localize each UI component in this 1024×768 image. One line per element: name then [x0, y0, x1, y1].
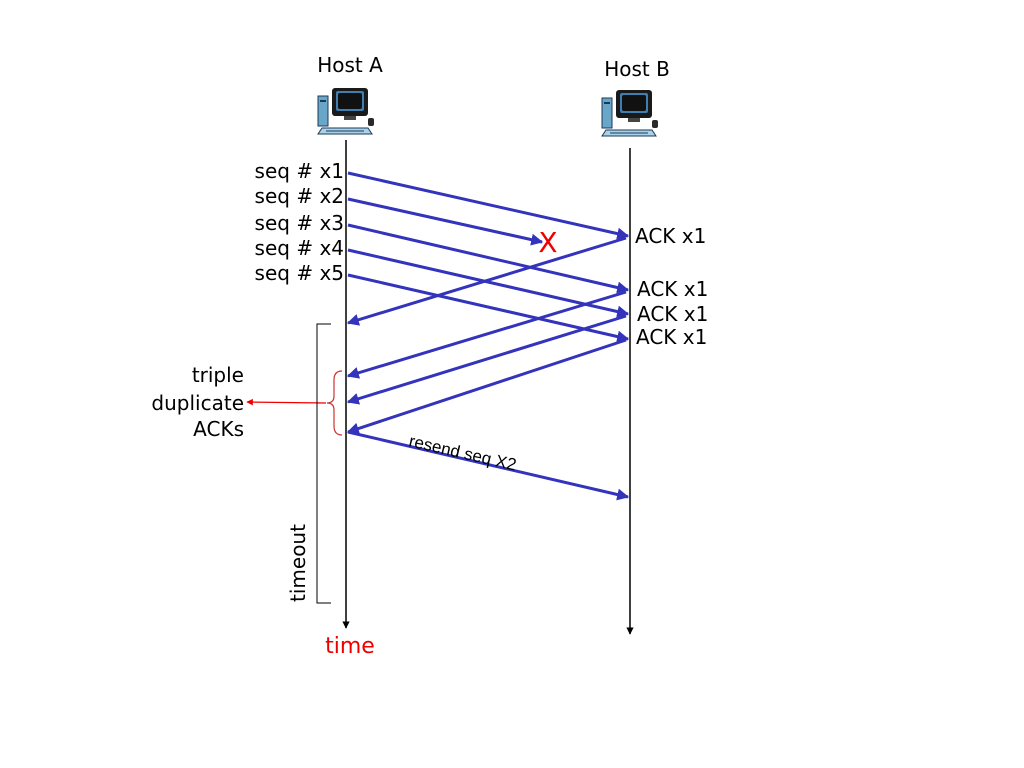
ack-arrow-1	[346, 236, 627, 326]
ack-label-3: ACK x1	[637, 302, 708, 326]
triple-dup-pointer	[246, 398, 327, 406]
timeout-label: timeout	[286, 524, 310, 602]
timeout-bracket	[316, 323, 331, 604]
segment-arrow-x4	[347, 248, 630, 318]
segment-label-x5: seq # x5	[255, 261, 344, 285]
segment-label-x1: seq # x1	[255, 159, 344, 183]
ack-arrow-2	[346, 290, 627, 379]
ack-arrow-3	[346, 314, 627, 405]
segment-label-x2: seq # x2	[255, 184, 344, 208]
ack-label-2: ACK x1	[637, 277, 708, 301]
segment-arrow-x3	[347, 223, 630, 294]
triple-dup-line2: duplicate	[151, 391, 244, 415]
segment-label-x4: seq # x4	[255, 236, 344, 260]
loss-marker: X	[538, 226, 557, 259]
segment-arrow-x2-lost	[347, 197, 544, 246]
resend-arrow-x2	[347, 430, 630, 501]
ack-arrow-4	[346, 338, 627, 435]
host-b-label: Host B	[604, 57, 670, 81]
ack-label-4: ACK x1	[636, 325, 707, 349]
segment-arrow-x1	[347, 171, 630, 240]
host-a-label: Host A	[317, 53, 383, 77]
triple-dup-line3: ACKs	[193, 417, 244, 441]
resend-label: resend seq X2	[407, 431, 518, 474]
host-a-computer-icon	[317, 88, 374, 135]
triple-dup-line1: triple	[192, 363, 244, 387]
triple-dup-brace	[326, 370, 343, 436]
time-label: time	[325, 634, 375, 659]
segment-label-x3: seq # x3	[255, 211, 344, 235]
host-b-computer-icon	[601, 90, 658, 137]
ack-label-1: ACK x1	[635, 224, 706, 248]
